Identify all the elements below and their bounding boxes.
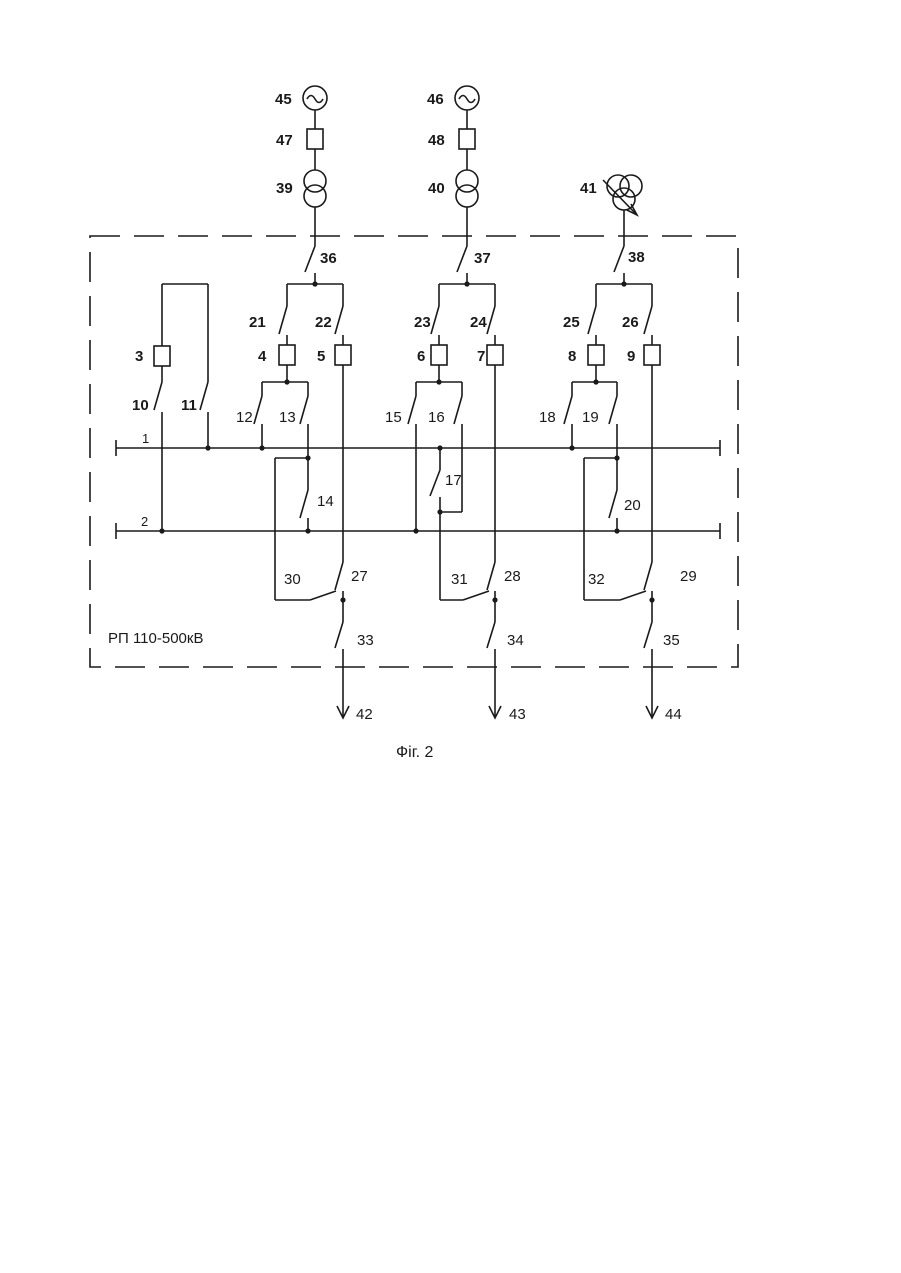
switch-29-label: 29 [680,568,697,585]
switch-38 [614,246,624,272]
switch-11-label: 11 [181,397,197,414]
switch-16-label: 16 [428,409,445,426]
feeder-3 [564,284,660,718]
breaker-3-label: 3 [135,348,143,365]
breaker-47-label: 47 [276,132,293,149]
breaker-48 [459,129,475,149]
transformer-40 [456,170,478,207]
substation-boundary [90,236,738,667]
switch-13-label: 13 [279,409,296,426]
autotransformer-41 [603,175,642,215]
switch-28-label: 28 [504,568,521,585]
switch-20-label: 20 [624,497,641,514]
transformer-39 [304,170,326,207]
switch-30-label: 30 [284,571,301,588]
switch-21-label: 21 [249,314,266,331]
output-44-label: 44 [665,706,682,723]
autotransformer-41-label: 41 [580,180,597,197]
breaker-47 [307,129,323,149]
switch-17-label: 17 [445,472,462,489]
breaker-8-label: 8 [568,348,576,365]
switch-32-label: 32 [588,571,605,588]
switch-12-label: 12 [236,409,253,426]
substation-label: РП 110-500кВ [108,630,203,647]
switch-36 [305,246,315,272]
switch-25-label: 25 [563,314,580,331]
generator-46-label: 46 [427,91,444,108]
breaker-5-label: 5 [317,348,325,365]
switch-27-label: 27 [351,568,368,585]
switch-14-label: 14 [317,493,334,510]
generator-45 [303,86,327,110]
figure-caption: Фіг. 2 [396,744,433,761]
switch-19-label: 19 [582,409,599,426]
output-43-label: 43 [509,706,526,723]
switch-36-label: 36 [320,250,337,267]
switch-33-label: 33 [357,632,374,649]
generator-46 [455,86,479,110]
switch-10-label: 10 [132,397,149,414]
switch-18-label: 18 [539,409,556,426]
busbar-1-label: 1 [142,431,149,446]
breaker-4-label: 4 [258,348,267,365]
busbar-2-label: 2 [141,514,148,529]
breaker-9-label: 9 [627,348,635,365]
switch-37-label: 37 [474,250,491,267]
switch-24-label: 24 [470,314,487,331]
breaker-7-label: 7 [477,348,485,365]
feeder-1 [254,284,351,718]
switch-22-label: 22 [315,314,332,331]
breaker-6-label: 6 [417,348,425,365]
switch-23-label: 23 [414,314,431,331]
switch-34-label: 34 [507,632,524,649]
switch-35-label: 35 [663,632,680,649]
breaker-48-label: 48 [428,132,445,149]
transformer-40-label: 40 [428,180,445,197]
switch-31-label: 31 [451,571,468,588]
switch-15-label: 15 [385,409,402,426]
transformer-39-label: 39 [276,180,293,197]
switch-37 [457,246,467,272]
generator-45-label: 45 [275,91,292,108]
switch-26-label: 26 [622,314,639,331]
output-42-label: 42 [356,706,373,723]
switch-38-label: 38 [628,249,645,266]
